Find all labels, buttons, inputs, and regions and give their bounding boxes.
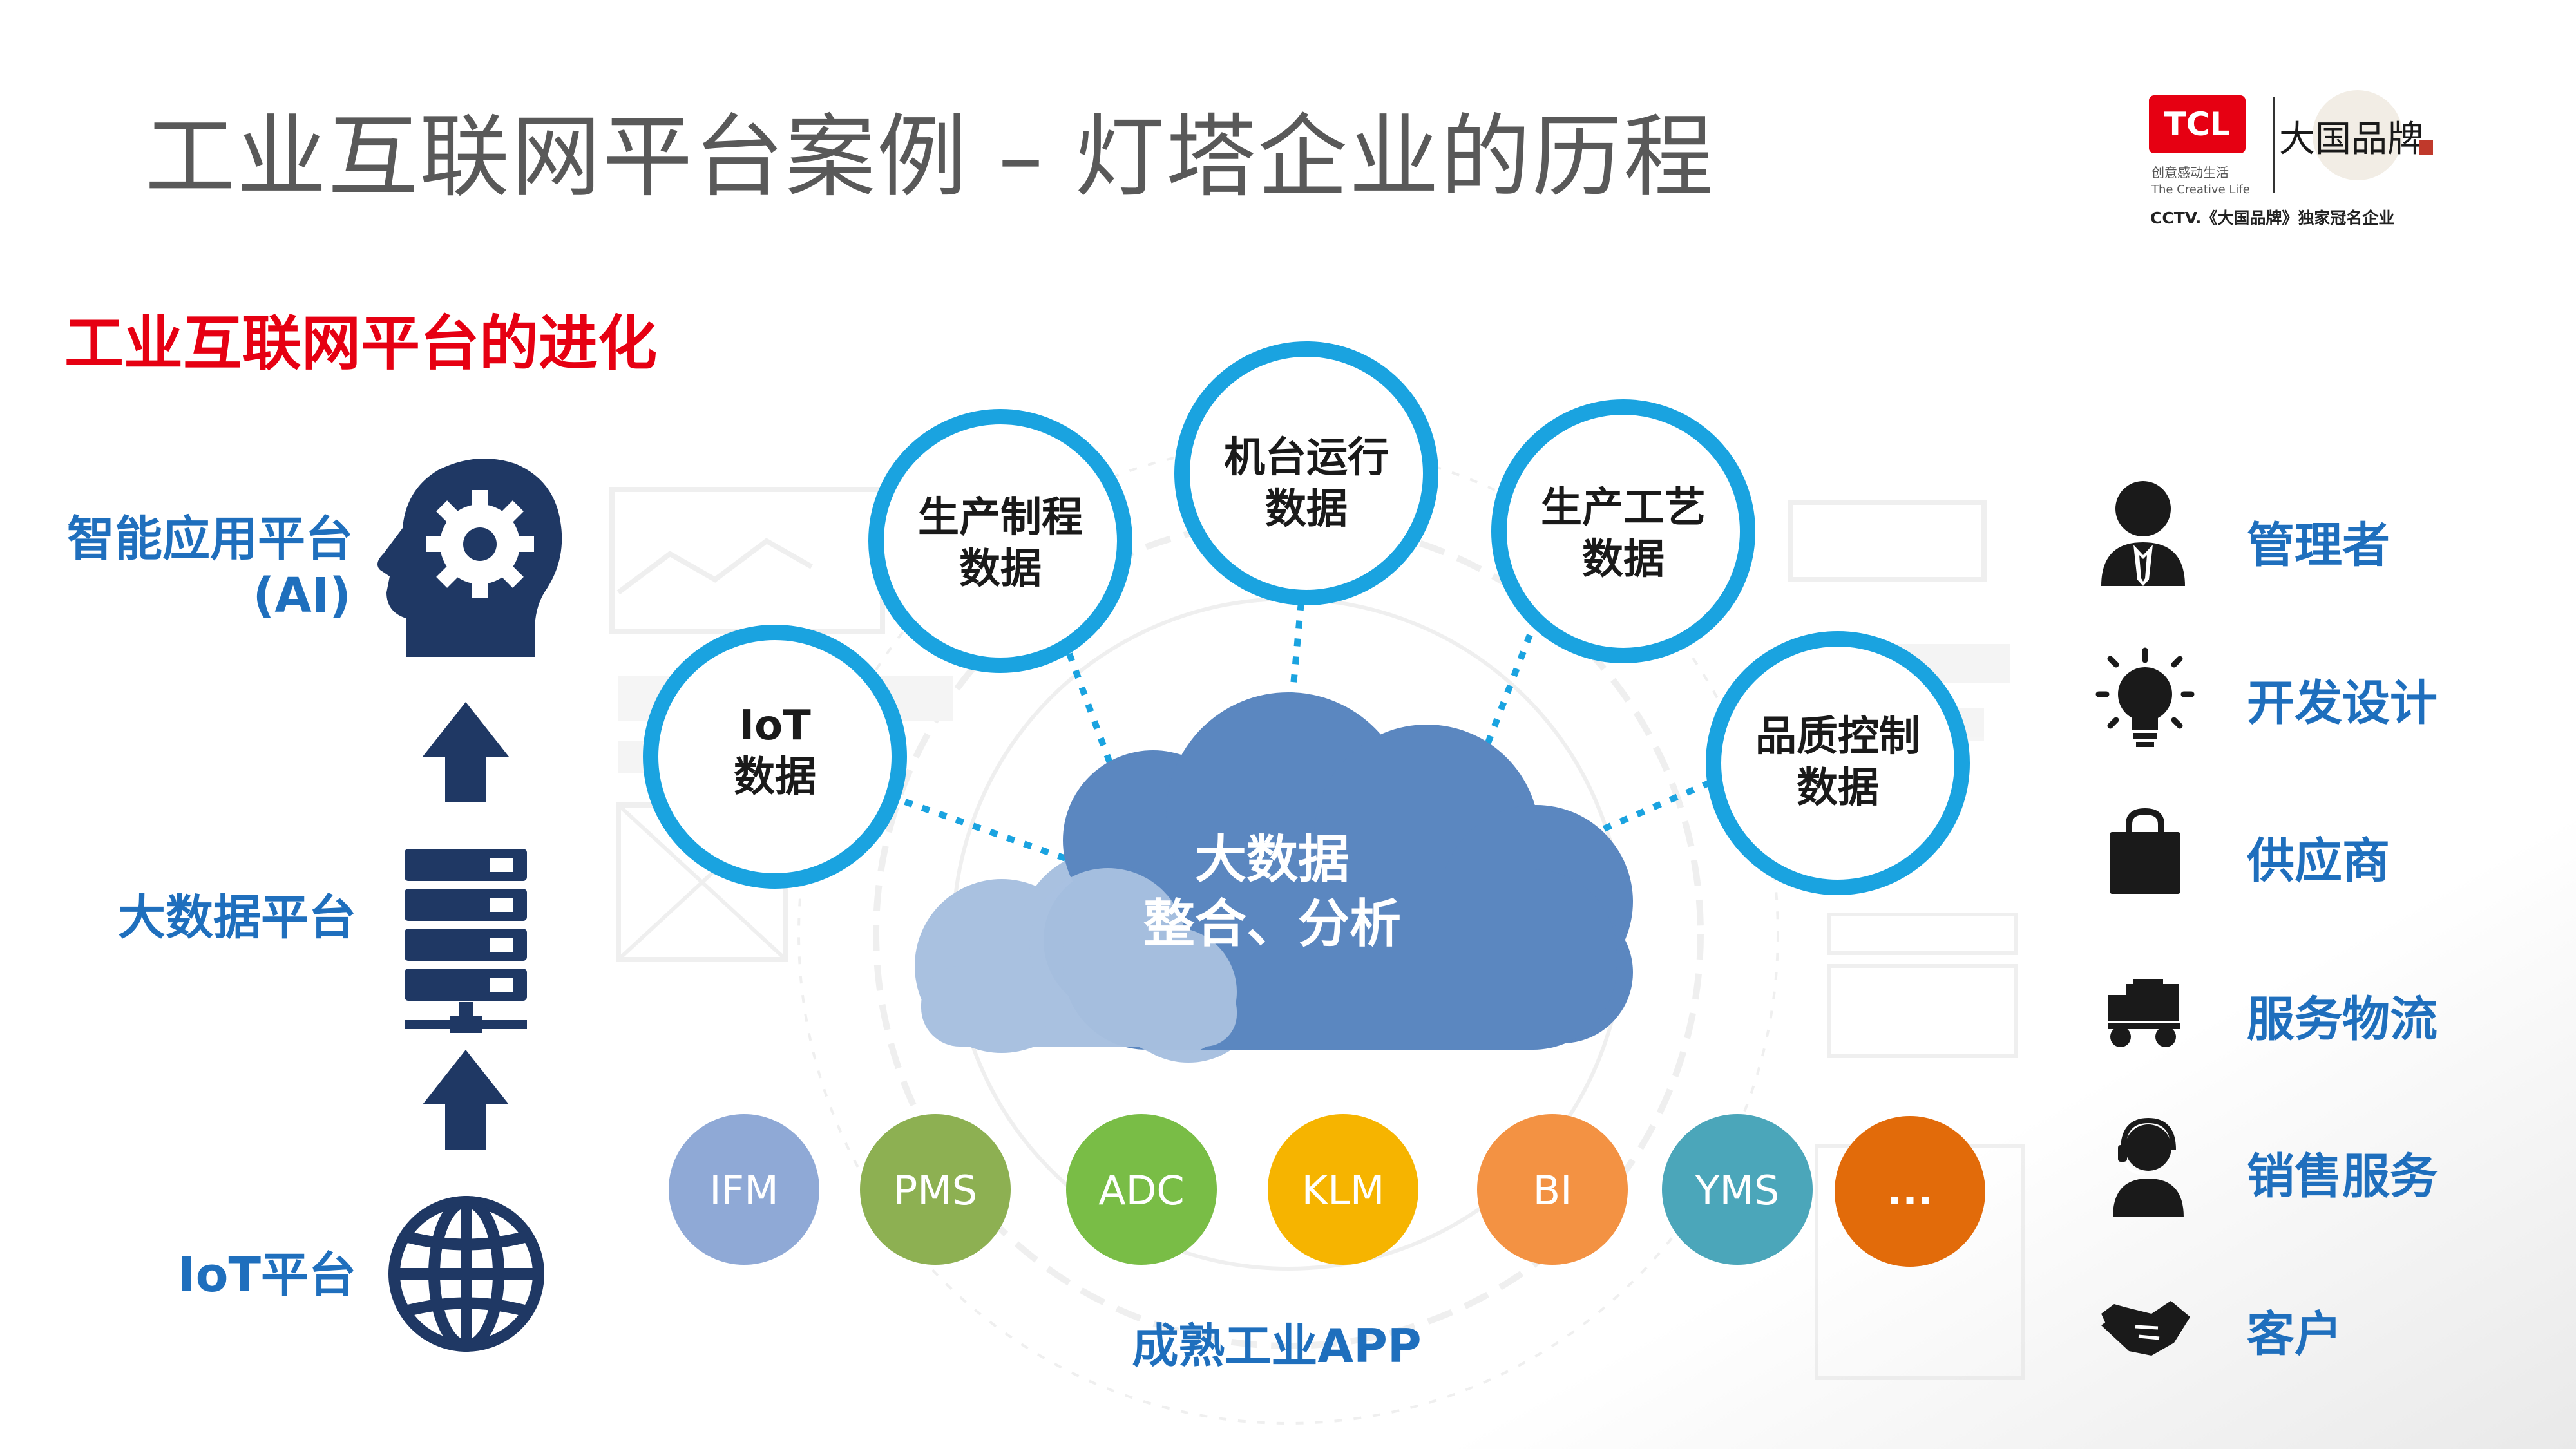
role-label-logistics: 服务物流 <box>2247 992 2438 1047</box>
app-more-circle <box>1835 1116 1985 1267</box>
data-source-quality-line1: 品质控制 <box>1755 713 1920 761</box>
app-more-label: ... <box>1887 1167 1933 1214</box>
evolution-label-iot: IoT平台 <box>178 1247 356 1303</box>
data-source-machine-line1: 机台运行 <box>1224 434 1389 482</box>
data-source-iot-line2: 数据 <box>734 753 816 801</box>
globe-icon <box>388 1196 544 1352</box>
app-adc: ADC <box>1066 1114 1217 1265</box>
role-label-manager: 管理者 <box>2247 518 2390 573</box>
shopping-bag-icon <box>2110 808 2180 894</box>
tcl-logo: TCL 创意感动生活 The Creative Life 大国品牌 CCTV.《… <box>2149 90 2433 227</box>
role-label-supplier: 供应商 <box>2247 833 2390 889</box>
roles-column: 管理者 开发设计 供应商 <box>2095 481 2438 1362</box>
headset-icon <box>2113 1117 2184 1217</box>
data-source-quality-line2: 数据 <box>1797 764 1879 812</box>
logo-tagline: CCTV.《大国品牌》独家冠名企业 <box>2150 209 2394 227</box>
app-bi-circle <box>1477 1114 1628 1265</box>
data-source-quality: 品质控制 数据 <box>1706 631 1970 895</box>
app-adc-circle <box>1066 1114 1217 1265</box>
app-klm: KLM <box>1268 1114 1418 1265</box>
role-label-sales: 销售服务 <box>2247 1149 2438 1204</box>
app-yms: YMS <box>1662 1114 1813 1265</box>
page-title: 工业互联网平台案例 – 灯塔企业的历程 <box>145 105 1715 210</box>
up-arrow-icon <box>423 702 509 802</box>
evolution-label-ai-sub: (AI) <box>253 568 351 623</box>
app-pms-label: PMS <box>893 1167 977 1214</box>
data-source-craft-line1: 生产工艺 <box>1541 484 1706 532</box>
cloud-title: 大数据 <box>1195 829 1350 889</box>
data-source-machine-line2: 数据 <box>1265 486 1348 533</box>
big-data-cloud: 大数据 整合、分析 <box>915 692 1633 1063</box>
app-bi-label: BI <box>1533 1167 1572 1214</box>
server-icon <box>405 849 527 1033</box>
app-ifm-label: IFM <box>709 1167 778 1214</box>
data-source-machine: 机台运行 数据 <box>1174 341 1438 605</box>
app-ifm: IFM <box>669 1114 819 1265</box>
evolution-label-ai: 智能应用平台 <box>67 511 353 567</box>
logo-slogan-cn: 创意感动生活 <box>2151 165 2229 180</box>
handshake-icon <box>2101 1301 2190 1356</box>
apps-caption: 成熟工业APP <box>1132 1319 1421 1373</box>
head-gear-icon <box>377 459 562 657</box>
apps-row: IFM PMS ADC KLM BI YMS ... <box>669 1114 1985 1267</box>
logo-brand: TCL <box>2164 106 2231 143</box>
app-klm-label: KLM <box>1302 1167 1385 1214</box>
data-source-process-line1: 生产制程 <box>918 494 1083 542</box>
app-pms-circle <box>860 1114 1011 1265</box>
app-yms-label: YMS <box>1695 1167 1780 1214</box>
lightbulb-icon <box>2095 647 2195 747</box>
section-subtitle: 工业互联网平台的进化 <box>64 309 657 378</box>
data-source-craft-line2: 数据 <box>1582 536 1665 583</box>
app-ifm-circle <box>669 1114 819 1265</box>
role-label-customer: 客户 <box>2247 1307 2342 1362</box>
logo-slogan-en: The Creative Life <box>2151 183 2250 196</box>
role-label-design: 开发设计 <box>2247 676 2438 731</box>
data-source-craft: 生产工艺 数据 <box>1491 399 1755 663</box>
cloud-subtitle: 整合、分析 <box>1143 894 1401 954</box>
evolution-column: 智能应用平台 (AI) 大数据平台 IoT平台 <box>67 459 562 1352</box>
app-klm-circle <box>1268 1114 1418 1265</box>
app-bi: BI <box>1477 1114 1628 1265</box>
up-arrow-icon <box>423 1050 509 1150</box>
app-pms: PMS <box>860 1114 1011 1265</box>
evolution-label-bigdata: 大数据平台 <box>118 890 356 945</box>
app-more: ... <box>1835 1116 1985 1267</box>
app-adc-label: ADC <box>1098 1167 1184 1214</box>
truck-icon <box>2108 979 2180 1047</box>
data-source-process: 生产制程 数据 <box>868 409 1132 673</box>
data-source-iot: IoT 数据 <box>643 625 907 889</box>
logo-seal-text: 大国品牌 <box>2279 118 2423 160</box>
app-yms-circle <box>1662 1114 1813 1265</box>
data-source-process-line2: 数据 <box>959 545 1042 593</box>
manager-icon <box>2101 481 2185 586</box>
data-source-iot-line1: IoT <box>739 702 811 750</box>
